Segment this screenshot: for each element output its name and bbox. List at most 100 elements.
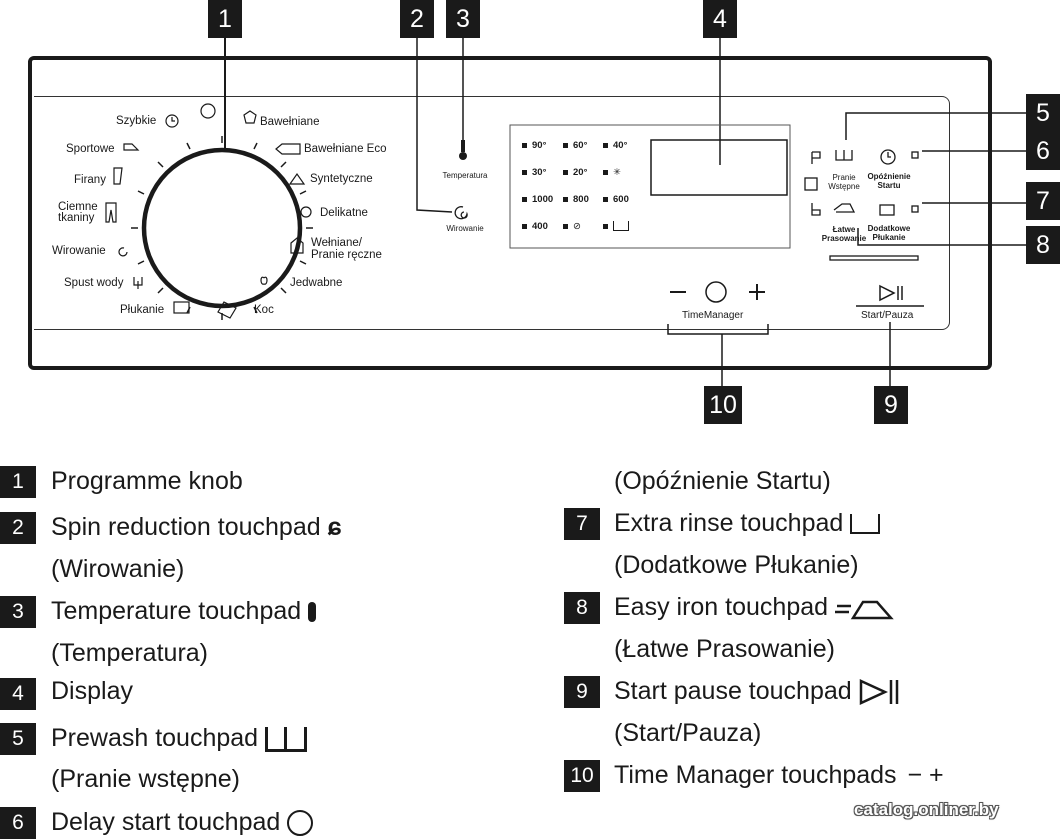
soil-level-low-icon [811, 203, 821, 216]
cotton-icon [243, 110, 257, 124]
temperature-touchpad-label[interactable]: Temperatura [442, 171, 488, 180]
temp-cold: ✳ [603, 167, 621, 178]
leader-line-5 [845, 112, 1026, 140]
synthetics-icon [288, 172, 306, 185]
rinse-hold [603, 221, 629, 232]
temp-60: 60° [563, 140, 587, 151]
prog-welniane-2: Pranie ręczne [311, 249, 382, 261]
blanket-icon [217, 301, 237, 319]
legend-sub-5: (Pranie wstępne) [51, 765, 240, 793]
legend-text-9: Start pause touchpad [614, 676, 903, 706]
prog-bawelniane-eco: Bawełniane Eco [304, 143, 387, 155]
start-pause-label[interactable]: Start/Pauza [861, 310, 914, 321]
legend-num-9: 9 [564, 676, 600, 708]
spin-legend-icon: ɕ [327, 513, 342, 541]
prog-plukanie: Płukanie [120, 304, 165, 316]
legend-text-2: Spin reduction touchpad ɕ [51, 513, 342, 541]
easy-iron-legend-icon [834, 597, 895, 620]
legend-num-4: 4 [0, 678, 36, 710]
control-panel-inner [34, 96, 950, 330]
no-spin: ⊘ [563, 221, 581, 232]
legend-num-6: 6 [0, 807, 36, 839]
programme-knob [141, 147, 303, 309]
curtains-icon [113, 167, 123, 185]
prog-delikatne: Delikatne [320, 207, 368, 219]
extra-rinse-legend-icon [850, 514, 881, 535]
legend-text-6: Delay start touchpad [51, 807, 314, 837]
legend-num-8: 8 [564, 592, 600, 624]
legend-sub-9: (Start/Pauza) [614, 719, 762, 747]
leader-line-2 [416, 38, 453, 213]
soil-level-high-icon [811, 151, 821, 164]
delay-start-icon [880, 149, 896, 165]
legend-text-7: Extra rinse touchpad [614, 508, 881, 538]
legend-text-8: Easy iron touchpad [614, 592, 895, 622]
legend-sub-2: (Wirowanie) [51, 555, 185, 583]
wool-handwash-icon [290, 237, 304, 254]
prog-wirowanie: Wirowanie [52, 245, 106, 257]
spin-800: 800 [563, 194, 589, 205]
prog-szybkie: Szybkie [116, 115, 157, 127]
legend-num-5: 5 [0, 723, 36, 755]
callout-8: 8 [1026, 226, 1060, 264]
spin-touchpad-label[interactable]: Wirowanie [446, 224, 484, 233]
watermark: catalog.onliner.by [854, 800, 999, 819]
prog-koc: Koc [254, 304, 274, 316]
rinse-icon [173, 301, 190, 314]
callout-9: 9 [874, 386, 908, 424]
extra-rinse-icon [879, 204, 895, 216]
callout-3: 3 [446, 0, 480, 38]
timemanager-label[interactable]: TimeManager [682, 310, 744, 321]
soil-level-mid-icon [804, 177, 818, 191]
timemanager-bracket [667, 324, 769, 335]
legend-num-7: 7 [564, 508, 600, 540]
dark-clothes-icon [105, 202, 117, 223]
prog-bawelniane: Bawełniane [260, 116, 320, 128]
start-pause-legend-icon [859, 679, 903, 706]
spin-400: 400 [522, 221, 548, 232]
callout-10: 10 [704, 386, 742, 424]
legend-text-4: Display [51, 677, 133, 705]
control-panel-frame [28, 56, 992, 370]
delicates-icon [300, 206, 312, 218]
callout-1: 1 [208, 0, 242, 38]
prog-spust-wody: Spust wody [64, 277, 124, 289]
temp-90: 90° [522, 140, 546, 151]
cotton-eco-icon [275, 143, 301, 155]
legend-text-1: Programme knob [51, 467, 243, 495]
callout-2: 2 [400, 0, 434, 38]
temperature-icon [461, 140, 465, 152]
time-manager-icon [705, 281, 727, 303]
prewash-icon [835, 150, 853, 161]
legend-num-1: 1 [0, 466, 36, 498]
display-area-frame [509, 124, 791, 249]
legend-text-3: Temperature touchpad [51, 596, 317, 626]
silk-icon [260, 276, 268, 285]
prog-firany: Firany [74, 174, 106, 186]
temp-40: 40° [603, 140, 627, 151]
delay-start-legend-icon [287, 810, 314, 837]
prog-ciemne-2: tkaniny [58, 212, 95, 224]
legend-num-10: 10 [564, 760, 600, 792]
spin-600: 600 [603, 194, 629, 205]
legend-sub-3: (Temperatura) [51, 639, 208, 667]
legend-sub-6: (Opóźnienie Startu) [614, 467, 831, 495]
prog-jedwabne: Jedwabne [290, 277, 343, 289]
spin-touchpad-icon [454, 206, 468, 220]
touchpad-bar [829, 255, 919, 261]
callout-5: 5 [1026, 94, 1060, 132]
quick-wash-icon [165, 114, 179, 128]
spin-icon [118, 247, 128, 257]
legend-sub-8: (Łatwe Prasowanie) [614, 635, 835, 663]
prog-ciemne-1: Ciemne [58, 201, 98, 213]
panel-graphics [105, 38, 1026, 386]
sports-icon [123, 143, 140, 151]
lcd-display [650, 139, 788, 196]
start-pause-icon [879, 284, 896, 302]
callout-6: 6 [1026, 132, 1060, 170]
spin-1000: 1000 [522, 194, 553, 205]
